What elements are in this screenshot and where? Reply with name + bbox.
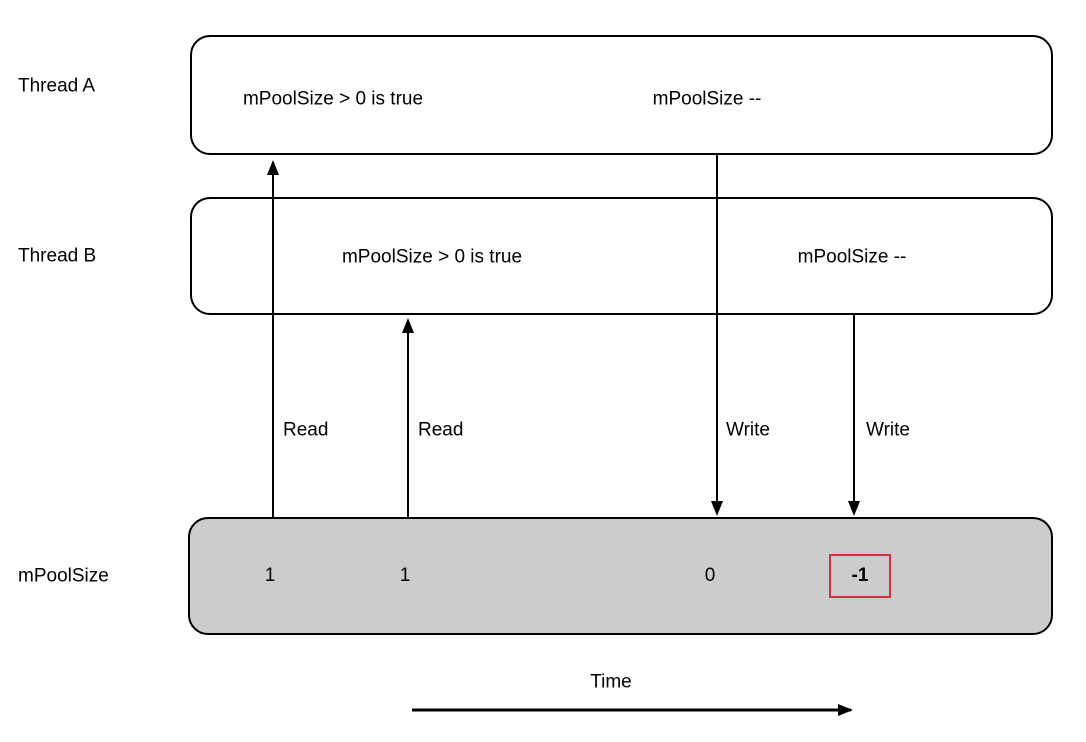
mpoolsize-row-label: mPoolSize [18,565,109,587]
mpoolsize-box [188,517,1053,635]
thread-a-decrement-text: mPoolSize -- [652,88,762,110]
read-label-thread-a: Read [283,419,329,441]
mpoolsize-value-1: 1 [264,565,276,586]
mpoolsize-value-2: 1 [399,565,411,586]
thread-b-decrement-text: mPoolSize -- [797,246,907,268]
write-label-thread-a: Write [726,419,770,441]
thread-a-box: mPoolSize > 0 is true mPoolSize -- [190,35,1053,155]
time-axis-label: Time [590,671,632,693]
mpoolsize-value-3: 0 [704,565,716,586]
negative-value-highlight-frame: -1 [829,554,891,598]
thread-a-row-label: Thread A [18,75,96,97]
mpoolsize-value-4: -1 [851,565,869,586]
thread-a-check-text: mPoolSize > 0 is true [242,88,424,110]
thread-b-box: mPoolSize > 0 is true mPoolSize -- [190,197,1053,315]
thread-b-check-text: mPoolSize > 0 is true [341,246,523,268]
read-label-thread-b: Read [418,419,464,441]
write-label-thread-b: Write [866,419,910,441]
thread-b-row-label: Thread B [18,245,97,267]
